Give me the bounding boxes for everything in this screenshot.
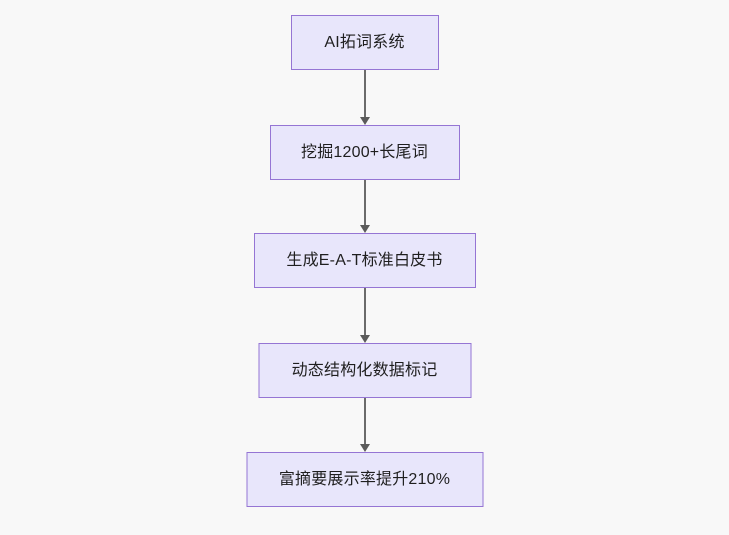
flow-edge-n4-n5 [359,398,371,452]
arrow-down-icon [359,117,370,125]
arrow-down-icon [359,225,370,233]
flow-node-label: 富摘要展示率提升210% [278,470,451,488]
flow-node-label: AI拓词系统 [324,33,405,51]
flow-edge-n1-n2 [359,70,371,125]
edge-line [363,398,366,444]
flow-node-mine-longtail-keywords[interactable]: 挖掘1200+长尾词 [269,125,460,180]
flow-node-dynamic-structured-data-markup[interactable]: 动态结构化数据标记 [258,343,471,398]
flow-node-generate-eat-whitepaper[interactable]: 生成E-A-T标准白皮书 [253,233,476,288]
flow-node-label: 挖掘1200+长尾词 [301,143,428,161]
flow-edge-n2-n3 [359,180,371,233]
edge-line [363,70,366,117]
flow-node-label: 生成E-A-T标准白皮书 [286,251,443,269]
flow-node-rich-snippet-impression-uplift[interactable]: 富摘要展示率提升210% [246,452,483,507]
edge-line [363,180,366,225]
flow-node-label: 动态结构化数据标记 [291,361,438,379]
edge-line [363,288,366,335]
flow-node-ai-keyword-system[interactable]: AI拓词系统 [290,15,439,70]
arrow-down-icon [359,444,370,452]
arrow-down-icon [359,335,370,343]
flow-edge-n3-n4 [359,288,371,343]
